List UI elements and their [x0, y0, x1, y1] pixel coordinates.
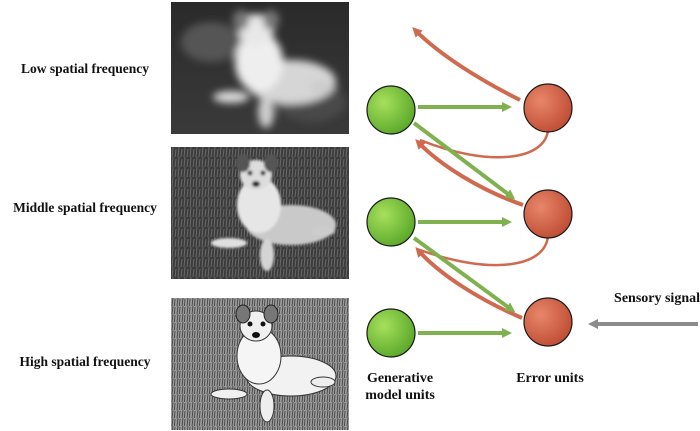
error-units-caption: Error units — [516, 371, 584, 386]
dog-photo-low-frequency — [171, 2, 349, 134]
feedforward-arrow-top-diagonal — [412, 121, 516, 200]
error-unit-low — [523, 83, 573, 133]
row-label-middle: Middle spatial frequency — [13, 200, 157, 215]
feedback-curve-mid — [419, 235, 550, 267]
feedback-arrow-mid-to-top — [415, 139, 524, 207]
row-label-high: High spatial frequency — [19, 354, 151, 369]
feedback-arrow-top-out — [412, 27, 521, 102]
dog-photo-high-frequency — [171, 298, 349, 430]
feedback-curve-top — [419, 129, 550, 159]
generative-units-caption: Generative model units — [365, 371, 435, 403]
error-unit-high — [523, 297, 573, 347]
row-label-low: Low spatial frequency — [20, 61, 149, 76]
error-unit-middle — [523, 189, 573, 239]
dog-photo-middle-frequency — [171, 147, 349, 279]
generative-unit-low — [366, 85, 416, 135]
generative-unit-high — [366, 308, 416, 358]
sensory-signal-caption: Sensory signal — [614, 291, 700, 306]
generative-unit-middle — [366, 197, 416, 247]
feedforward-arrow-mid-diagonal — [412, 236, 516, 313]
